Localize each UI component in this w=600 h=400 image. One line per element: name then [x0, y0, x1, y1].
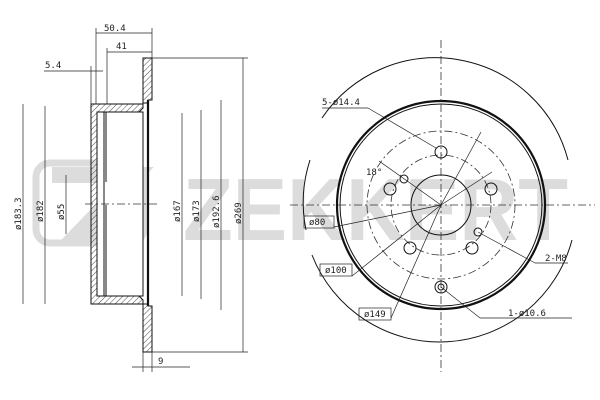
dim-173: ø173	[192, 200, 202, 222]
dim-182: ø182	[36, 200, 46, 222]
side-view	[85, 57, 158, 353]
dim-55: ø55	[57, 204, 67, 220]
dim-167: ø167	[173, 200, 183, 222]
bolt-holes	[383, 145, 498, 255]
side-dimensions: 50.4 41 5.4 9 ø183.3 ø182 ø55 ø167 ø173 …	[14, 24, 248, 372]
dim-thickness: 9	[158, 357, 163, 367]
front-view	[290, 40, 595, 372]
callout-threaded: 2-M8	[545, 254, 567, 264]
dim-269: ø269	[234, 202, 244, 224]
dim-192-6: ø192.6	[212, 195, 222, 228]
callout-angle: 18°	[366, 168, 382, 178]
front-callouts: 5-ø14.4 18° ø80 ø100 ø149 2-M8 1-ø10.6	[303, 98, 572, 321]
callout-hat-diameter: ø149	[364, 310, 386, 320]
callout-center-bore: ø80	[309, 218, 325, 228]
callout-pcd: ø100	[325, 266, 347, 276]
callout-bolt-holes: 5-ø14.4	[322, 98, 360, 108]
dim-183-3: ø183.3	[14, 197, 24, 230]
watermark-text: ZEKKERT	[183, 160, 568, 259]
dim-hat-depth: 41	[116, 42, 127, 52]
dim-flange-offset: 5.4	[45, 61, 61, 71]
callout-locating-hole: 1-ø10.6	[508, 309, 546, 319]
dim-overall-depth: 50.4	[104, 24, 126, 34]
